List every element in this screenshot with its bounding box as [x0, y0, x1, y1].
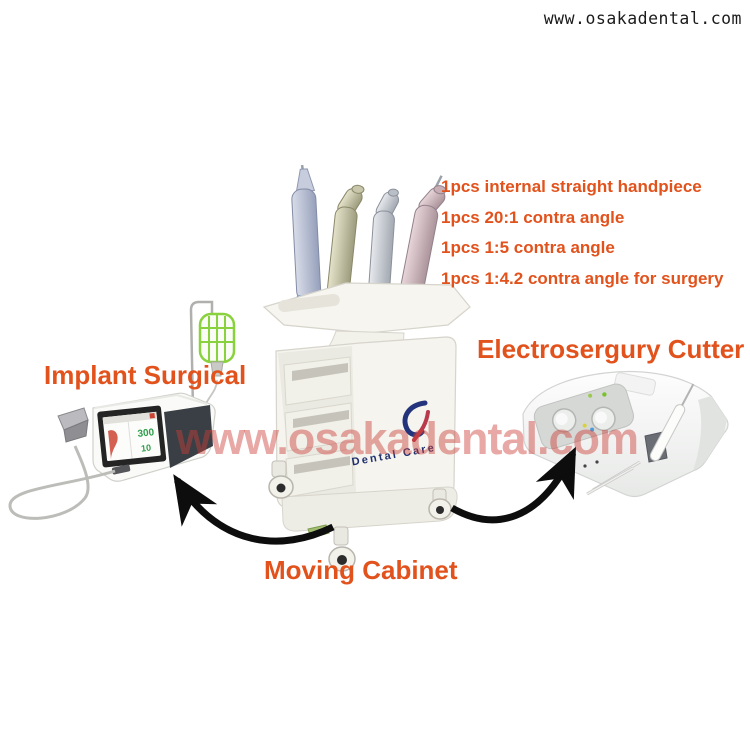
included-item-2: 1pcs 20:1 contra angle [441, 207, 625, 227]
cutter-pen-handpiece[interactable] [644, 382, 698, 463]
cart-top-tray [262, 282, 471, 334]
green-led-2 [588, 393, 593, 398]
iv-pole [189, 300, 214, 411]
implant-surgical-label: Implant Surgical [44, 360, 247, 390]
power-knob[interactable] [550, 406, 579, 435]
blue-led [590, 427, 595, 432]
included-items-list: 1pcs internal straight handpiece 1pcs 20… [441, 172, 724, 294]
cart-drawer-1[interactable] [283, 356, 352, 406]
website-url: www.osakadental.com [543, 9, 742, 28]
screen-value-ratio: 10 [141, 443, 152, 454]
caster-wheel-front-right [428, 488, 452, 520]
implant-unit-touchscreen[interactable]: 300 10 [97, 405, 167, 468]
cutter-control-panel [533, 383, 635, 450]
screen-value-rpm: 300 [137, 427, 155, 440]
included-item-1: 1pcs internal straight handpiece [441, 177, 702, 196]
implant-surgical-unit-image: 300 10 [8, 300, 236, 520]
motor-cable [8, 445, 116, 520]
moving-cabinet-label: Moving Cabinet [264, 555, 458, 585]
yellow-led [582, 423, 587, 428]
cart-drawer-2[interactable] [284, 402, 353, 452]
dental-care-logo-icon [402, 400, 430, 442]
mode-knob[interactable] [589, 404, 618, 433]
motor-holder-icon [57, 407, 89, 443]
electrosurgery-cutter-label: Electrosergury Cutter [477, 334, 745, 364]
cutter-probes [583, 460, 641, 496]
electrosurgery-cutter-image [522, 370, 729, 498]
included-item-3: 1pcs 1:5 contra angle [441, 238, 615, 258]
cable-connector [111, 464, 131, 475]
straight-handpiece-icon [291, 164, 323, 305]
green-led [602, 392, 607, 397]
moving-cabinet-image [262, 164, 471, 572]
included-item-4: 1pcs 1:4.2 contra angle for surgery [441, 268, 724, 288]
